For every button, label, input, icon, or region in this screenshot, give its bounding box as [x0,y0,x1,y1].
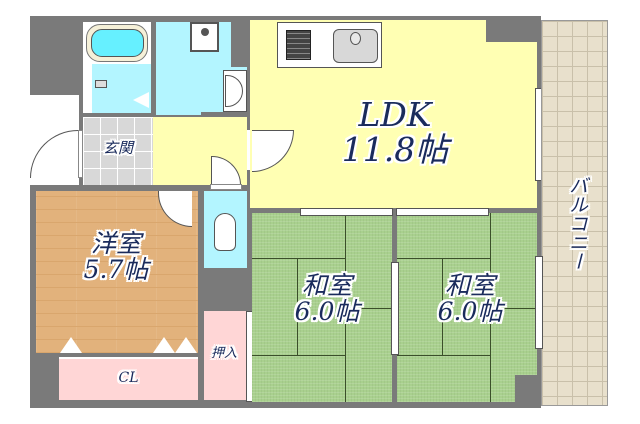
japanese-2-notch [515,375,537,402]
japanese-1-label: 和室 6.0帖 [272,271,382,327]
closet-door-right-1[interactable] [153,337,175,353]
closet-door-right-2[interactable] [175,337,197,353]
western-name: 洋室 [90,229,141,258]
washroom [156,22,247,116]
western-door-swing[interactable] [158,191,192,227]
japanese-room-1: 和室 6.0帖 [252,213,392,402]
bathroom-door [133,92,149,108]
kitchen-counter [277,22,382,68]
ldk-name: LDK [358,95,432,134]
hallway [153,117,247,185]
ldk-size: 11.8帖 [341,129,449,169]
oshiire-label: 押入 [210,346,237,361]
bathtub-icon [86,24,148,62]
western-label: 洋室 5.7帖 [66,229,166,285]
hall-to-ldk-opening [247,130,251,170]
ldk-door-swing[interactable] [252,130,294,172]
toilet-door[interactable] [210,184,242,190]
japanese-1-name: 和室 [301,271,352,300]
japanese-2-fusuma[interactable] [396,208,489,216]
toilet-room [204,191,247,268]
wash-basin-icon [223,70,247,112]
ldk-room: LDK 11.8帖 [250,16,537,208]
balcony-label: バルコニー [566,176,588,271]
washroom-wall [201,112,247,116]
wall-stub [231,22,247,67]
washing-machine-icon [190,22,219,52]
shower-faucet-icon [95,80,107,88]
kitchen-sink-icon [333,29,378,63]
closet: CL [59,357,198,400]
japanese-1-size: 6.0帖 [294,297,360,327]
japanese-2-name: 和室 [444,271,495,300]
japanese-2-label: 和室 6.0帖 [415,271,525,327]
ldk-label: LDK 11.8帖 [310,95,480,169]
balcony: バルコニー [541,20,608,406]
oshiire: 押入 [204,311,246,400]
bathroom [83,22,151,113]
entrance: 玄関 [83,117,153,185]
japanese-room-2: 和室 6.0帖 [397,213,537,402]
japanese-divider-fusuma[interactable] [391,262,399,355]
closet-door-left[interactable] [60,337,82,353]
ldk-notch [486,16,537,42]
hall-door-swing[interactable] [211,156,241,185]
japanese-1-fusuma[interactable] [300,208,393,216]
western-size: 5.7帖 [83,255,149,285]
western-room: 洋室 5.7帖 [36,191,198,353]
front-door-frame [78,130,83,178]
toilet-icon [214,213,236,251]
entrance-label: 玄関 [102,139,133,157]
closet-label: CL [118,370,139,386]
japanese-2-balcony-window[interactable] [535,256,543,349]
japanese-2-size: 6.0帖 [437,297,503,327]
stove-icon [286,30,311,60]
